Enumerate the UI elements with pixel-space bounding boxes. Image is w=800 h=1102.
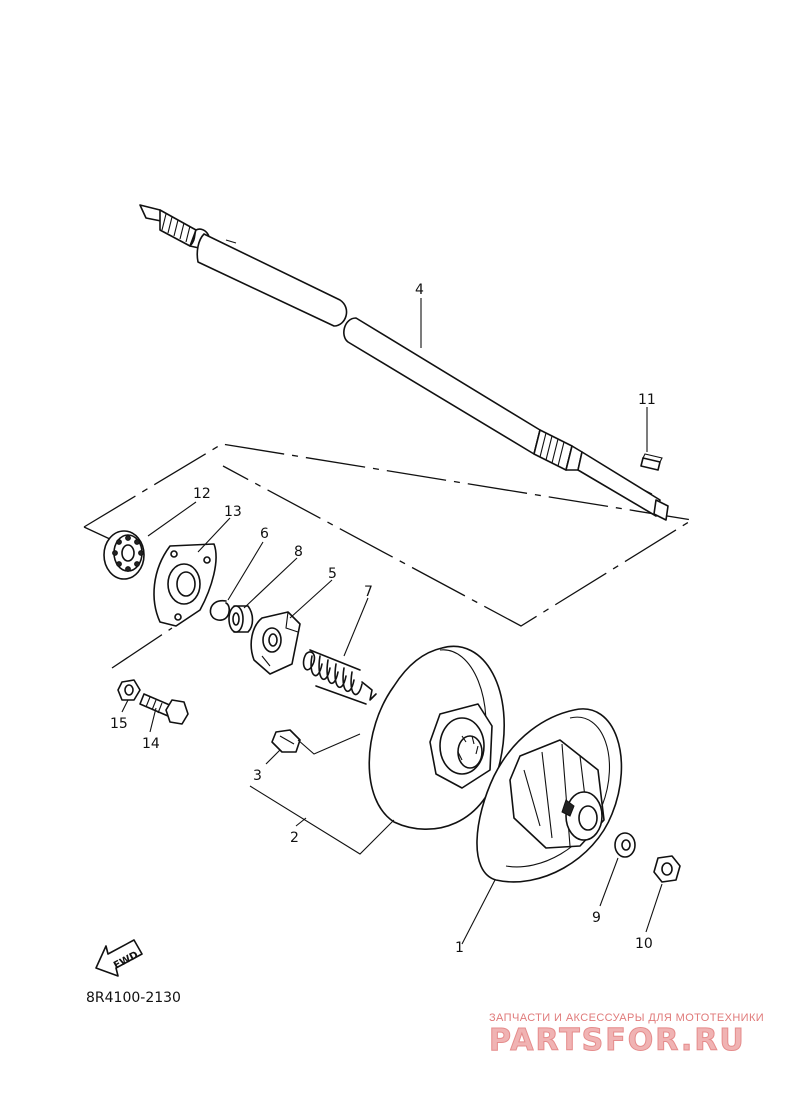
- part-15-nut: [117, 679, 141, 701]
- callout-10: 10: [635, 936, 653, 952]
- part-10-nut: [653, 855, 681, 883]
- assembly-boundary: [83, 443, 694, 669]
- part-6-circlip: [209, 600, 231, 621]
- callout-14: 14: [142, 736, 160, 752]
- leader-lines: [121, 298, 663, 945]
- part-1-movable-sheave: [476, 708, 623, 883]
- callout-12: 12: [193, 486, 211, 502]
- callout-15: 15: [110, 716, 128, 732]
- callout-5: 5: [328, 566, 337, 582]
- watermark: ЗАПЧАСТИ И АКСЕССУАРЫ ДЛЯ МОТОТЕХНИКИ PA…: [489, 1012, 764, 1059]
- part-3-pin: [271, 729, 301, 753]
- callout-7: 7: [364, 584, 373, 600]
- callout-13: 13: [224, 504, 242, 520]
- callout-6: 6: [260, 526, 269, 542]
- callout-3: 3: [253, 768, 262, 784]
- part-13-housing-plate: [153, 543, 217, 627]
- callout-9: 9: [592, 910, 601, 926]
- fwd-arrow-icon: FWD: [95, 939, 143, 977]
- part-2-sheave: [368, 645, 505, 830]
- part-14-bolt: [139, 693, 189, 725]
- part-11-key: [640, 453, 663, 471]
- part-4-shaft: [139, 204, 669, 521]
- callout-11: 11: [638, 392, 656, 408]
- part-12-bearing: [103, 530, 145, 580]
- callout-8: 8: [294, 544, 303, 560]
- callout-2: 2: [290, 830, 299, 846]
- part-9-washer: [614, 832, 636, 858]
- part-8-spacer: [228, 605, 254, 633]
- callout-1: 1: [455, 940, 464, 956]
- part-5-cam: [250, 611, 301, 675]
- watermark-logo: PARTSFOR.RU: [489, 1023, 746, 1058]
- callout-labels: 4 11 12 13 6 8 5 7 15 14 3 2 9 10 1: [110, 282, 656, 956]
- callout-4: 4: [415, 282, 424, 298]
- diagram-code: 8R4100-2130: [86, 990, 181, 1006]
- watermark-tagline: ЗАПЧАСТИ И АКСЕССУАРЫ ДЛЯ МОТОТЕХНИКИ: [489, 1012, 764, 1024]
- part-7-spring: [302, 649, 377, 705]
